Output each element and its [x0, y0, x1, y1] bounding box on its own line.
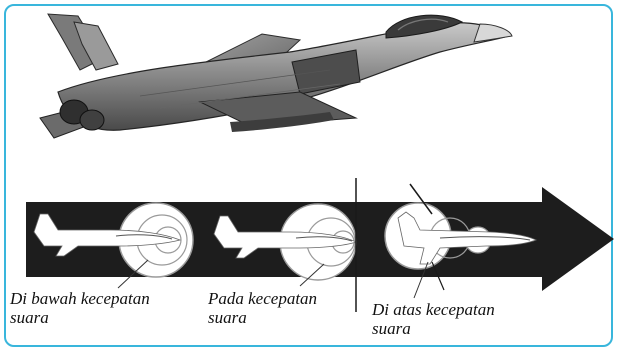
caption-below-line1: Di bawah kecepatan: [10, 289, 150, 308]
caption-below-line2: suara: [10, 308, 150, 327]
caption-at-speed-of-sound: Pada kecepatan suara: [208, 289, 317, 327]
caption-at-line2: suara: [208, 308, 317, 327]
caption-above-line2: suara: [372, 319, 495, 338]
caption-above-speed-of-sound: Di atas kecepatan suara: [372, 300, 495, 338]
caption-below-speed-of-sound: Di bawah kecepatan suara: [10, 289, 150, 327]
jet-fighter-photo: [40, 14, 512, 138]
caption-at-line1: Pada kecepatan: [208, 289, 317, 308]
caption-above-line1: Di atas kecepatan: [372, 300, 495, 319]
